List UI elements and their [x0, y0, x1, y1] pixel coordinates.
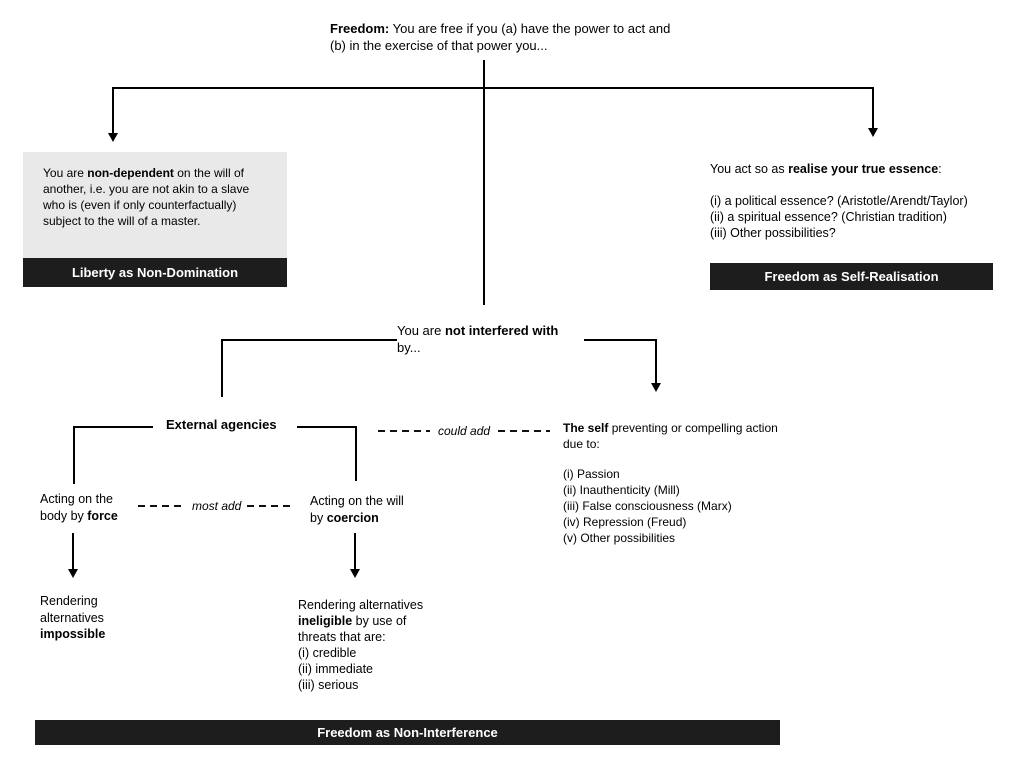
ineligible-line2: ineligible by use of: [298, 613, 423, 629]
force-line1: Acting on the: [40, 492, 113, 506]
force-node: Acting on the body by force: [40, 491, 118, 525]
impossible-arrow-line: [72, 533, 74, 569]
impossible-line1: Rendering: [40, 594, 98, 608]
coercion-connector-hline: [297, 426, 357, 428]
list-item: (ii) a spiritual essence? (Christian tra…: [710, 210, 947, 224]
list-item: (iii) Other possibilities?: [710, 226, 836, 240]
dashed-line: [378, 430, 430, 432]
dashed-line: [138, 505, 186, 507]
external-agencies-label: External agencies: [166, 417, 277, 432]
list-item: (iv) Repression (Freud): [563, 515, 687, 529]
ineligible-line2-post: by use of: [352, 614, 407, 628]
the-self-keyword: The self: [563, 421, 609, 435]
mid-right-arrow-icon: [651, 383, 661, 392]
impossible-line2: alternatives: [40, 610, 104, 625]
force-line2: body by force: [40, 508, 118, 525]
ineligible-arrow-icon: [350, 569, 360, 578]
force-line2-pre: body by: [40, 509, 88, 523]
non-interference-keyword: not interfered with: [444, 323, 559, 338]
self-realisation-banner: Freedom as Self-Realisation: [710, 263, 993, 290]
center-stem-line: [483, 60, 485, 305]
ineligible-arrow-line: [354, 533, 356, 569]
self-realisation-list: (i) a political essence? (Aristotle/Aren…: [710, 193, 1010, 241]
the-self-node: The self preventing or compelling action…: [563, 420, 788, 546]
non-domination-pre: You are: [43, 166, 88, 180]
self-realisation-heading: You act so as realise your true essence:: [710, 161, 1010, 177]
the-self-heading: The self preventing or compelling action…: [563, 420, 788, 452]
list-item: (i) a political essence? (Aristotle/Aren…: [710, 194, 968, 208]
non-domination-keyword: non-dependent: [87, 166, 174, 180]
coercion-connector-vline: [355, 426, 357, 481]
non-domination-banner: Liberty as Non-Domination: [23, 258, 287, 287]
non-interference-pre: You are: [397, 323, 445, 338]
list-item: (ii) Inauthenticity (Mill): [563, 483, 680, 497]
coercion-keyword: coercion: [326, 511, 379, 525]
self-realisation-colon: :: [938, 162, 942, 176]
right-branch-line: [872, 87, 874, 128]
non-domination-text: You are non-dependent on the will of ano…: [23, 152, 287, 258]
top-branch-line: [112, 87, 874, 89]
most-add-connector: most add: [138, 499, 296, 513]
right-branch-arrow-icon: [868, 128, 878, 137]
coercion-line2: by coercion: [310, 510, 404, 527]
the-self-list: (i) Passion (ii) Inauthenticity (Mill) (…: [563, 466, 788, 546]
list-item: (i) credible: [298, 646, 357, 660]
mid-right-branch-line: [584, 339, 657, 341]
force-keyword: force: [87, 509, 118, 523]
list-item: (iii) False consciousness (Marx): [563, 499, 732, 513]
most-add-label: most add: [192, 499, 242, 513]
list-item: (i) Passion: [563, 467, 620, 481]
mid-left-branch-line: [221, 339, 397, 341]
coercion-line1: Acting on the will: [310, 494, 404, 508]
dashed-line: [498, 430, 551, 432]
non-domination-post: on the will of another, i.e. you are not…: [43, 166, 250, 228]
self-realisation-pre: You act so as: [710, 162, 789, 176]
impossible-node: Rendering alternatives impossible: [40, 593, 105, 643]
left-branch-arrow-icon: [108, 133, 118, 142]
impossible-arrow-icon: [68, 569, 78, 578]
ineligible-keyword: ineligible: [298, 614, 353, 628]
list-item: (ii) immediate: [298, 662, 374, 676]
force-connector-hline: [73, 426, 153, 428]
root-node-keyword: Freedom:: [330, 21, 390, 36]
non-interference-node: You are not interfered with by...: [397, 322, 607, 356]
coercion-node: Acting on the will by coercion: [310, 493, 404, 527]
could-add-label: could add: [438, 424, 491, 438]
ineligible-line1: Rendering alternatives: [298, 598, 424, 612]
non-interference-by: by...: [397, 340, 421, 355]
impossible-keyword: impossible: [40, 627, 106, 641]
list-item: (iii) serious: [298, 678, 359, 692]
mid-left-drop-line: [221, 339, 223, 397]
non-domination-node: You are non-dependent on the will of ano…: [23, 152, 287, 287]
the-self-post: preventing or compelling action due to:: [563, 421, 778, 451]
self-realisation-keyword: realise your true essence: [788, 162, 939, 176]
dashed-line: [247, 505, 296, 507]
list-item: (v) Other possibilities: [563, 531, 676, 545]
could-add-connector: could add: [378, 424, 551, 438]
coercion-line2-pre: by: [310, 511, 327, 525]
root-node-text: Freedom: You are free if you (a) have th…: [330, 20, 680, 54]
root-node-description: You are free if you (a) have the power t…: [330, 21, 671, 53]
mid-right-drop-line: [655, 339, 657, 383]
force-connector-vline: [73, 426, 75, 484]
ineligible-list: (i) credible (ii) immediate (iii) seriou…: [298, 645, 423, 693]
self-realisation-node: You act so as realise your true essence:…: [710, 161, 1010, 241]
left-branch-line: [112, 87, 114, 133]
ineligible-line3: threats that are:: [298, 630, 386, 644]
ineligible-node: Rendering alternatives ineligible by use…: [298, 597, 423, 693]
non-interference-banner: Freedom as Non-Interference: [35, 720, 780, 745]
